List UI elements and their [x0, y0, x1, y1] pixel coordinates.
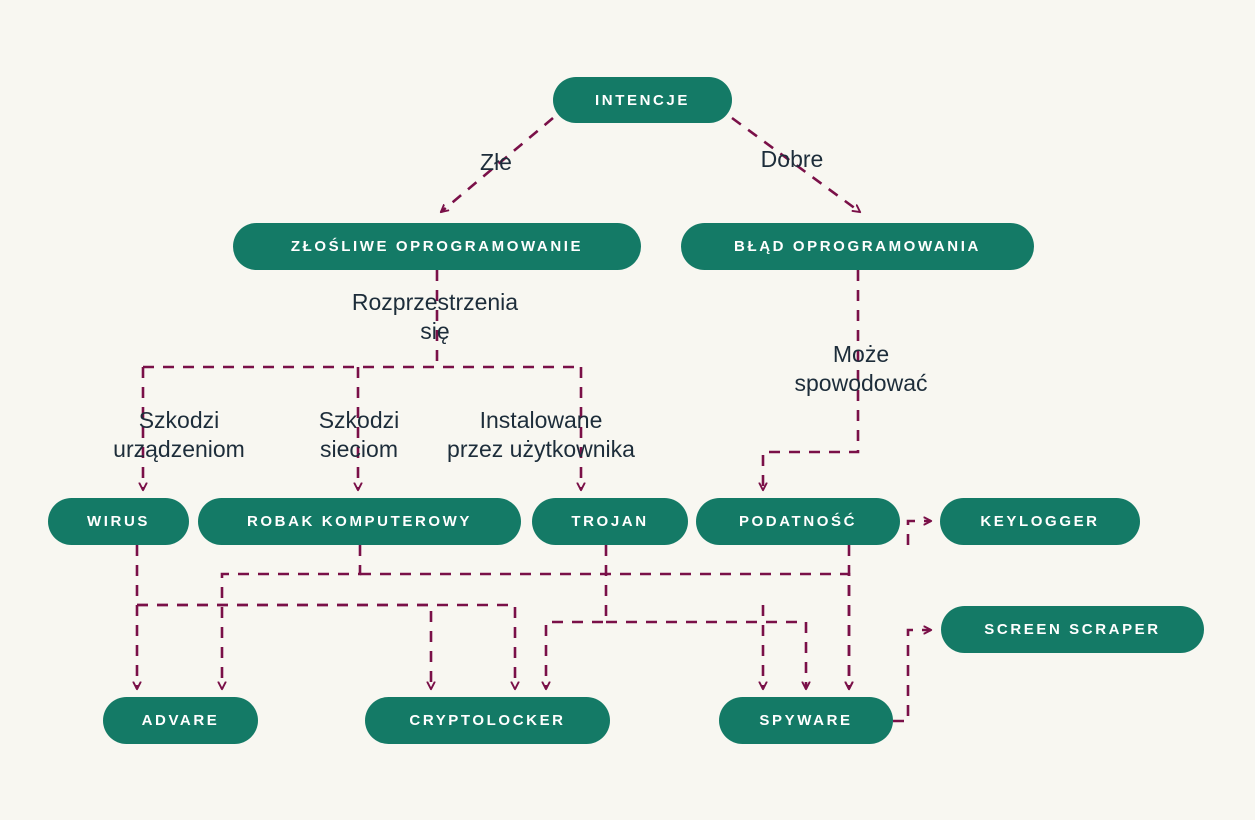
edge-label-moze-spowodowac: Może spowodować [794, 341, 928, 396]
edge-label-szkodzi-sieciom: Szkodzi sieciom [318, 407, 400, 462]
node-podatnosc[interactable]: PODATNOŚĆ [696, 498, 900, 545]
edge-label-zle: Złe [480, 149, 512, 175]
edge-robak-advare [222, 545, 362, 689]
edge-wirus-cryptolocker [137, 603, 431, 689]
edge-robak-cryptolocker [360, 572, 849, 689]
edge-podatnosc-keylogger [906, 521, 931, 545]
node-keylogger[interactable]: KEYLOGGER [940, 498, 1140, 545]
node-wirus[interactable]: WIRUS [48, 498, 189, 545]
edge-intencje-blad [731, 116, 860, 212]
node-advare[interactable]: ADVARE [103, 697, 258, 744]
node-robak-komputerowy[interactable]: ROBAK KOMPUTEROWY [198, 498, 521, 545]
edge-label-dobre: Dobre [760, 146, 824, 172]
node-spyware[interactable]: SPYWARE [719, 697, 893, 744]
node-blad-oprogramowania[interactable]: BŁĄD OPROGRAMOWANIA [681, 223, 1034, 270]
node-intencje[interactable]: INTENCJE [553, 77, 732, 123]
edge-trojan-cryptolocker [546, 545, 608, 689]
edge-robak-cryptolocker-2 [137, 603, 515, 689]
edge-intencje-zlosliwe [441, 117, 554, 212]
node-screen-scraper[interactable]: SCREEN SCRAPER [941, 606, 1204, 653]
edge-spyware-screenscraper [893, 630, 931, 723]
edge-trojan-spyware [606, 620, 806, 689]
edge-label-instalowane-przez-uzytkownika: Instalowane przez użytkownika [447, 407, 635, 462]
edge-blad-podatnosc [763, 270, 860, 490]
node-trojan[interactable]: TROJAN [532, 498, 688, 545]
edge-label-rozprzestrzenia-sie: Rozprzestrzenia się [351, 289, 519, 344]
edge-label-szkodzi-urzadzeniom: Szkodzi urządzeniom [113, 407, 245, 462]
node-cryptolocker[interactable]: CRYPTOLOCKER [365, 697, 610, 744]
node-zlosliwe-oprogramowanie[interactable]: ZŁOŚLIWE OPROGRAMOWANIE [233, 223, 641, 270]
